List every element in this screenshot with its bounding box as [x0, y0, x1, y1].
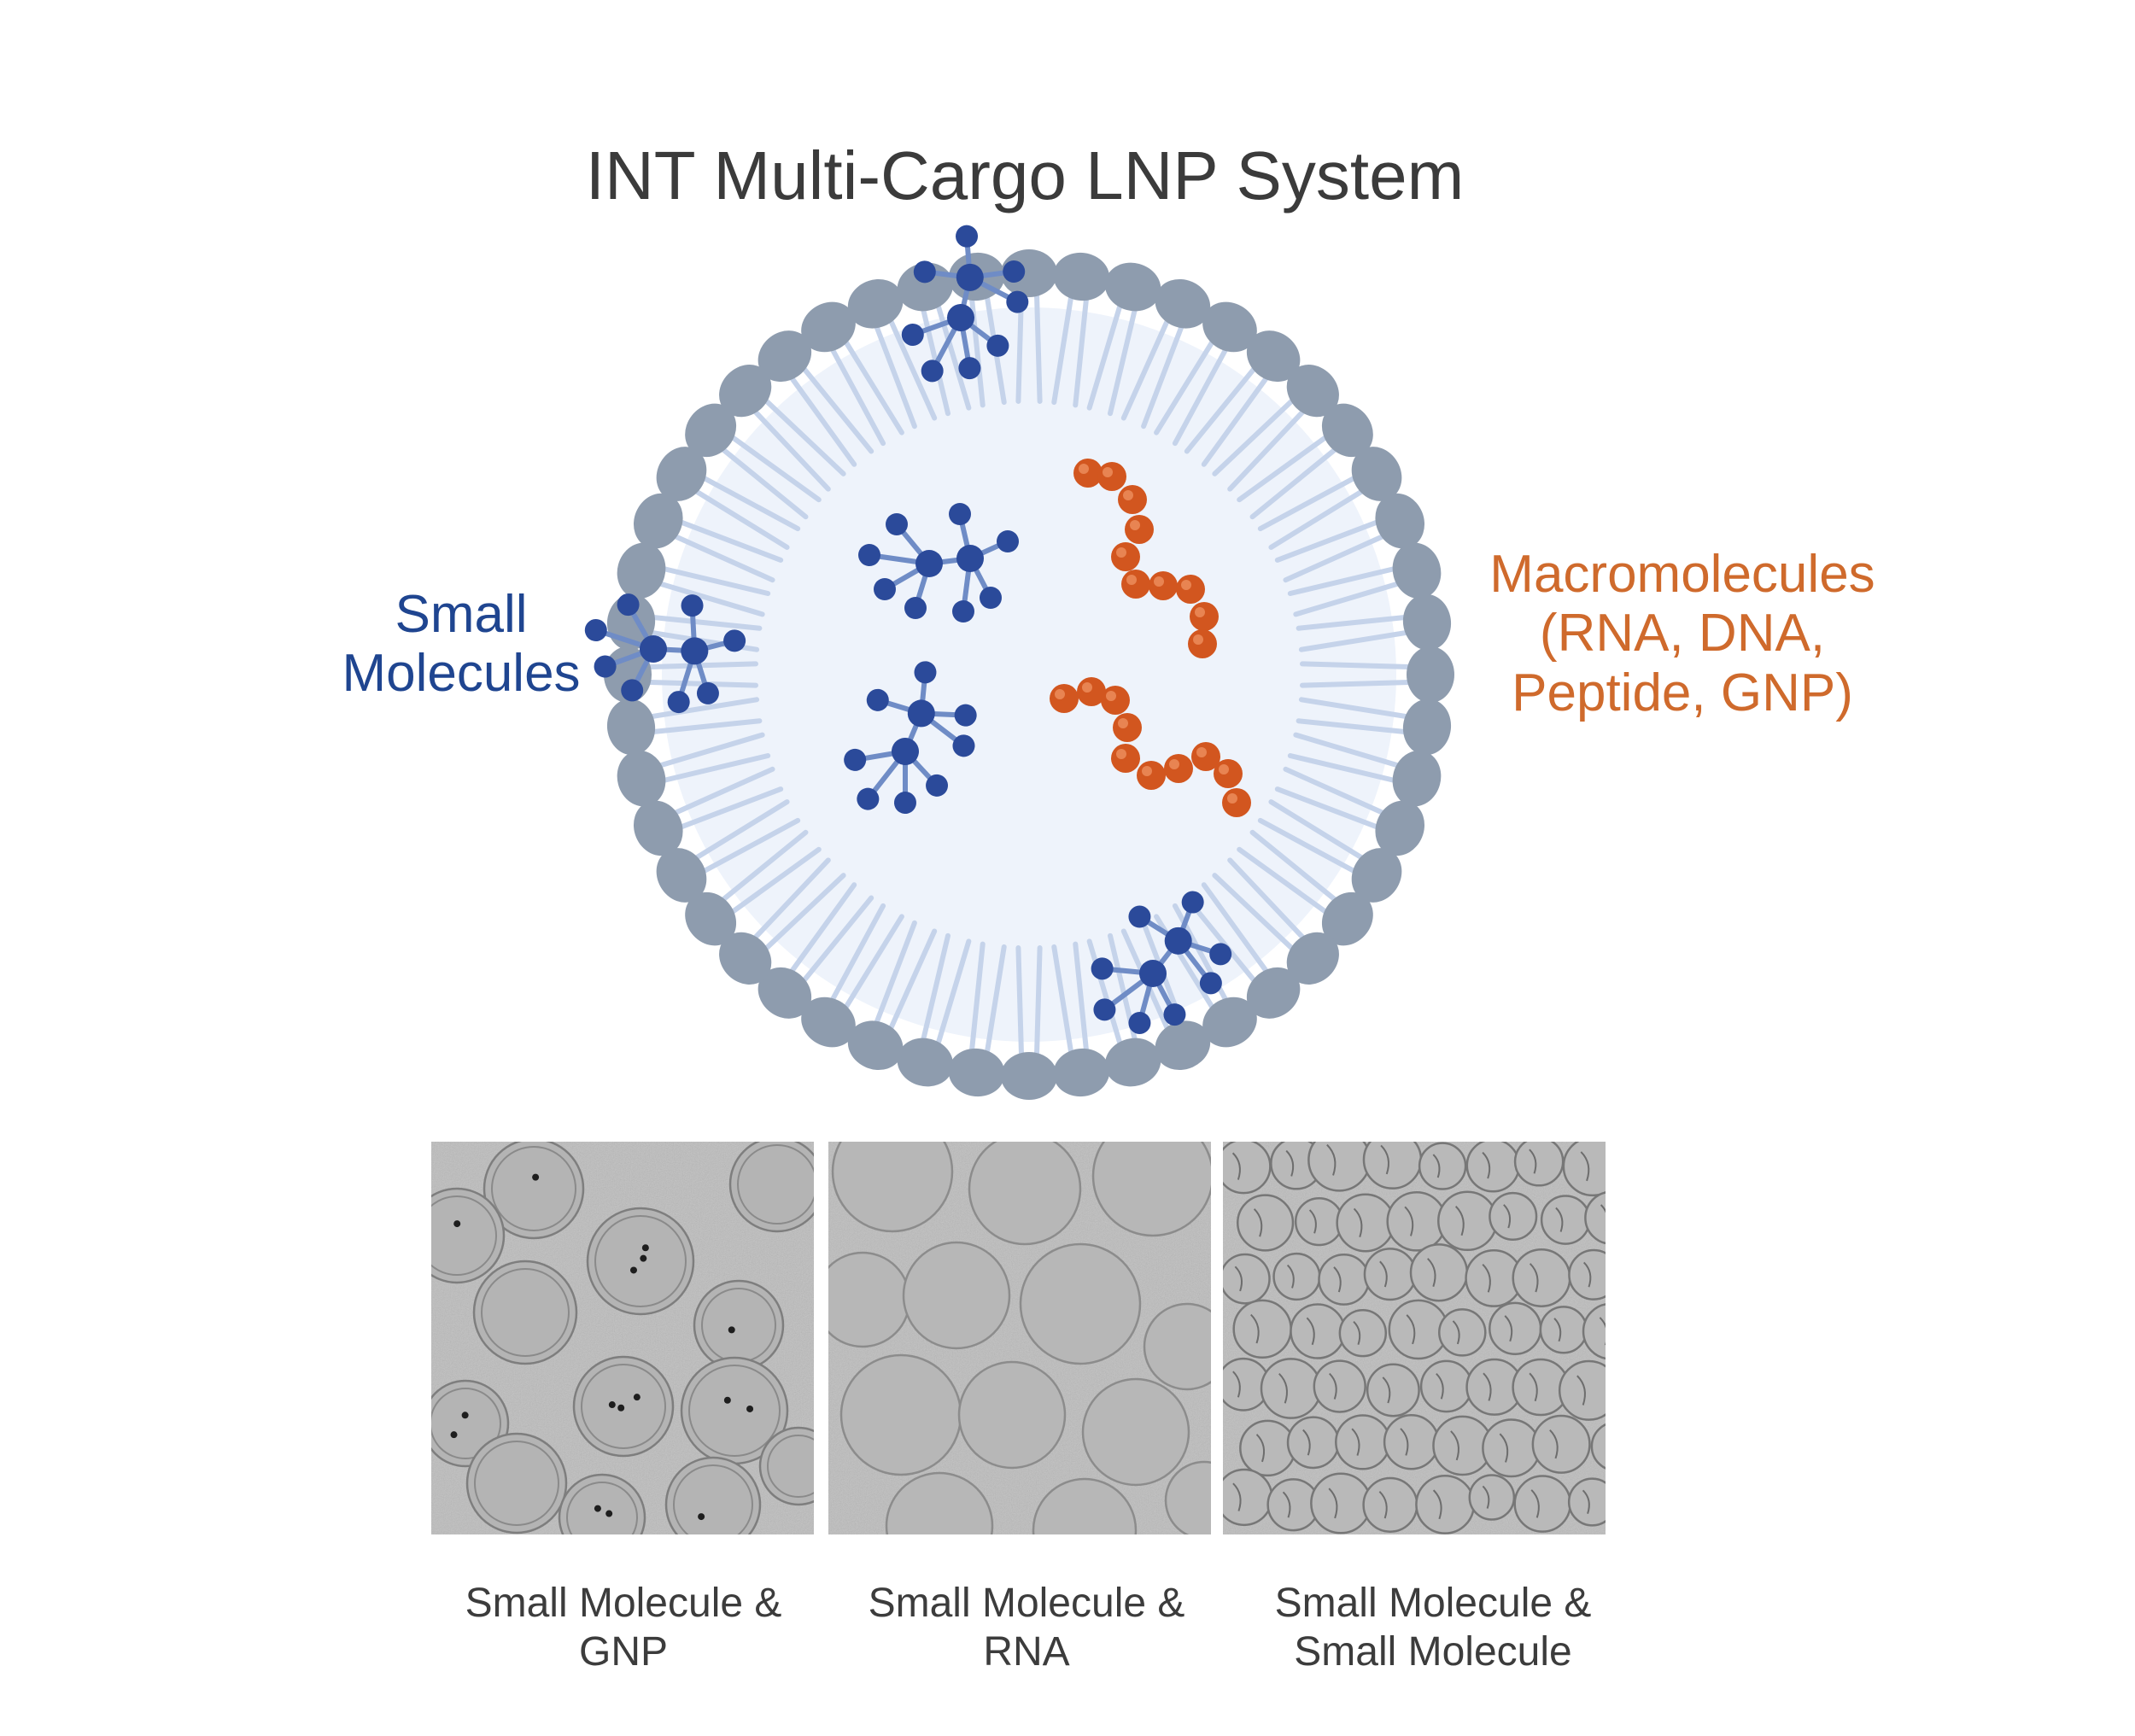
- cryo-em-panel-small-molecule: [1223, 1142, 1606, 1534]
- lipid: [757, 882, 874, 1019]
- lipid: [1212, 857, 1339, 985]
- caption-line: Small Molecule &: [465, 1581, 782, 1626]
- lipid-bilayer: [604, 249, 1454, 1100]
- small-molecules-label-line: Small: [395, 585, 528, 644]
- caption-line: Small Molecule: [1294, 1628, 1572, 1675]
- lipid: [685, 403, 822, 520]
- lnp-core: [662, 307, 1396, 1042]
- small-molecules-label-line: Molecules: [342, 644, 581, 704]
- lnp-diagram: [584, 225, 1454, 1100]
- lipid: [719, 857, 846, 985]
- lipid: [1154, 301, 1257, 447]
- lipid: [801, 301, 904, 447]
- macromolecules-label: Macromolecules (RNA, DNA, Peptide, GNP): [1418, 545, 1947, 722]
- cryo-em-panel-gnp: [431, 1142, 814, 1534]
- macromolecules-label-line: (RNA, DNA,: [1539, 604, 1826, 663]
- panel-caption-small-molecule: Small Molecule & Small Molecule: [1211, 1580, 1655, 1676]
- figure-title: INT Multi-Cargo LNP System: [585, 137, 1465, 213]
- lipid: [1274, 493, 1425, 583]
- lipid: [606, 697, 763, 756]
- lipid: [1051, 252, 1110, 408]
- lipid: [847, 278, 938, 430]
- lipid: [1237, 403, 1373, 520]
- lipid: [1274, 766, 1425, 856]
- caption-line: RNA: [983, 1628, 1070, 1675]
- small-molecules-label: Small Molecules: [290, 585, 632, 704]
- caption-line: Small Molecule &: [868, 1581, 1185, 1626]
- lipid: [1184, 330, 1301, 467]
- lipid: [1257, 799, 1402, 903]
- lipid: [1296, 697, 1452, 756]
- macromolecule-icon: [1073, 459, 1219, 658]
- lipid: [1257, 447, 1402, 550]
- lipid: [757, 330, 874, 467]
- lipid: [1296, 593, 1452, 652]
- small-molecule-icon: [844, 661, 977, 815]
- small-molecule-icon: [858, 503, 1019, 623]
- small-molecule-icon: [901, 225, 1029, 383]
- lipid: [656, 447, 801, 550]
- lipid: [1086, 262, 1161, 417]
- lipid: [948, 941, 1007, 1097]
- caption-line: Small Molecule &: [1274, 1581, 1592, 1626]
- lipid: [897, 932, 972, 1087]
- lipid: [801, 903, 904, 1048]
- lipid: [1120, 278, 1211, 430]
- lipid: [1287, 732, 1442, 807]
- lipid: [617, 542, 771, 617]
- panel-caption-rna: Small Molecule & RNA: [804, 1580, 1249, 1676]
- lipid: [656, 799, 801, 903]
- lipid: [847, 920, 938, 1071]
- lipid: [719, 365, 846, 492]
- lipid: [1086, 932, 1161, 1087]
- caption-line: GNP: [578, 1628, 668, 1675]
- lipid: [1051, 941, 1110, 1097]
- lipid: [1212, 365, 1339, 492]
- lipid: [633, 493, 784, 583]
- lipid: [1300, 646, 1454, 703]
- lipid: [1237, 829, 1373, 946]
- lipid: [1001, 945, 1057, 1100]
- cryo-em-panel-rna: [828, 1142, 1211, 1534]
- macromolecule-icon: [1050, 677, 1251, 817]
- panel-caption-gnp: Small Molecule & GNP: [401, 1580, 845, 1676]
- lipid: [633, 766, 784, 856]
- lipid: [685, 829, 822, 946]
- macromolecules-label-line: Peptide, GNP): [1512, 663, 1853, 722]
- lipid: [1287, 542, 1442, 617]
- macromolecules-label-line: Macromolecules: [1489, 545, 1875, 604]
- small-molecule-icon: [584, 593, 746, 714]
- lipid: [617, 732, 771, 807]
- small-molecule-icon: [1091, 891, 1232, 1034]
